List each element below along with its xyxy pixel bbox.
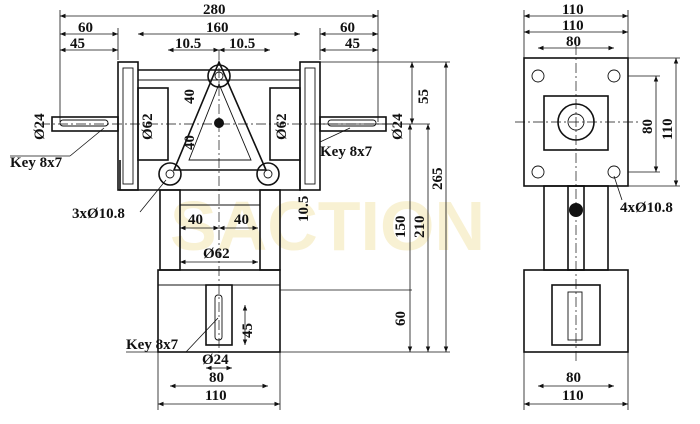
- dim-h-265: 265: [430, 168, 446, 191]
- side-h-inner: 80: [640, 119, 656, 134]
- dim-left-ext: 60: [78, 20, 93, 36]
- side-dimensions: 110 110 80 80 110 4xØ10.8 80 110: [523, 2, 680, 410]
- dim-h-150: 150: [393, 216, 409, 239]
- side-w-outer: 110: [562, 2, 584, 18]
- dim-shaft-dia-left: Ø24: [32, 113, 48, 140]
- left-flange: [117, 61, 139, 191]
- dim-left-key: 45: [70, 36, 85, 52]
- dim-bottom-key-len: 45: [240, 323, 256, 338]
- dim-base-left: 40: [188, 212, 203, 228]
- dim-shaft-dia-right: Ø24: [390, 113, 406, 140]
- dim-center-offset: 10.5: [296, 196, 312, 222]
- triangle-arm: [172, 59, 268, 171]
- dim-h-60: 60: [393, 311, 409, 326]
- side-bottom-outer: 110: [562, 388, 584, 404]
- label-key-left: Key 8x7: [10, 155, 63, 171]
- side-bottom-inner: 80: [566, 370, 581, 386]
- dim-bottom-shaft-dia: Ø24: [202, 352, 229, 368]
- dim-bottom-inner: 80: [209, 370, 224, 386]
- dim-bottom-outer: 110: [205, 388, 227, 404]
- dim-tri-upper: 40: [182, 89, 198, 104]
- front-view: [40, 50, 400, 360]
- label-key-right: Key 8x7: [320, 144, 373, 160]
- side-h-outer: 110: [660, 118, 676, 140]
- side-w-inner: 80: [566, 34, 581, 50]
- front-dimensions: 280 160 60 45 60 45 10.5 10.5 Ø24 Ø24 Ø6…: [10, 2, 450, 410]
- dim-h-210: 210: [412, 216, 428, 239]
- dim-flange-span: 160: [206, 20, 229, 36]
- label-holes-front: 3xØ10.8: [72, 206, 125, 222]
- dim-tri-lower: 40: [182, 135, 198, 150]
- dim-offset-left: 10.5: [175, 36, 201, 52]
- dim-h-top: 55: [416, 89, 432, 104]
- dim-hub-dia-right: Ø62: [274, 113, 290, 140]
- side-view: [515, 45, 640, 362]
- dim-base-hub-dia: Ø62: [203, 246, 230, 262]
- dim-right-key: 45: [345, 36, 360, 52]
- dim-base-right: 40: [234, 212, 249, 228]
- side-w-mid: 110: [562, 18, 584, 34]
- dim-overall-width: 280: [203, 2, 226, 18]
- dim-hub-dia-left: Ø62: [140, 113, 156, 140]
- dim-offset-right: 10.5: [229, 36, 255, 52]
- dim-right-ext: 60: [340, 20, 355, 36]
- side-holes: 4xØ10.8: [620, 200, 673, 216]
- right-flange: [299, 61, 321, 191]
- label-key-bottom: Key 8x7: [126, 337, 179, 353]
